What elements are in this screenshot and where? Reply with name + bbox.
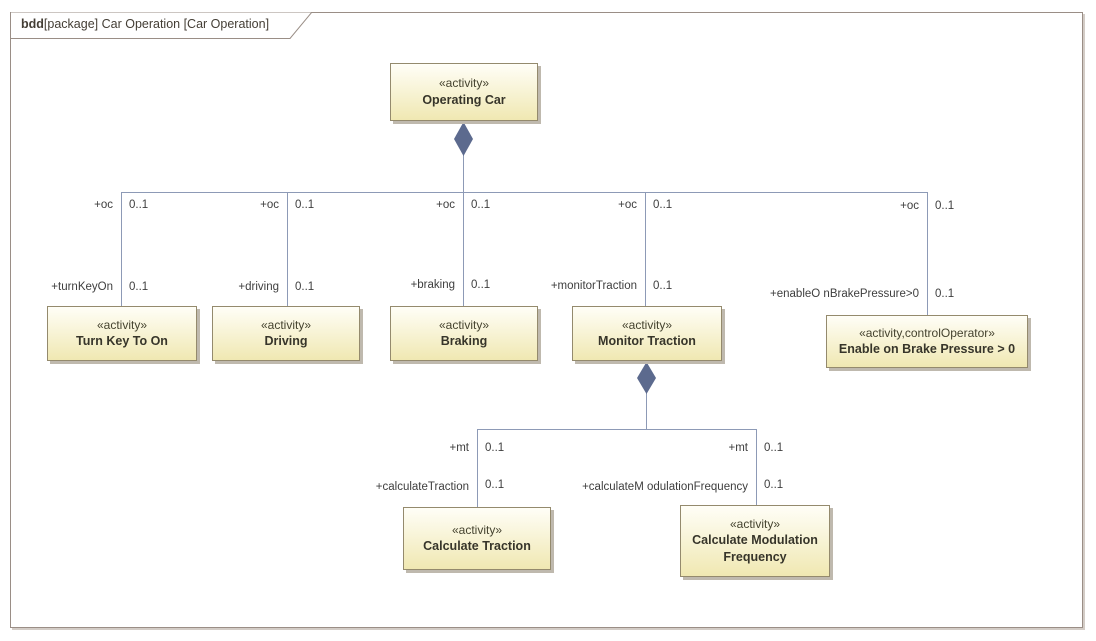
composition-branch-turn-key[interactable] [121, 192, 122, 306]
block-enable-on-brake-pressure[interactable]: «activity,controlOperator» Enable on Bra… [826, 315, 1028, 368]
multiplicity-label: 0..1 [935, 288, 955, 300]
multiplicity-label: 0..1 [653, 280, 673, 292]
block-name: Braking [440, 334, 488, 349]
stereotype-label: «activity» [260, 317, 312, 332]
block-name: Calculate Modulation Frequency [692, 533, 818, 565]
block-name: Operating Car [422, 92, 506, 107]
diagram-title-rest: [package] Car Operation [Car Operation] [43, 17, 270, 31]
role-label-mt: +mt [728, 442, 749, 454]
multiplicity-label: 0..1 [471, 279, 491, 291]
role-label-oc: +oc [436, 199, 455, 211]
block-calculate-modulation-frequency[interactable]: «activity» Calculate Modulation Frequenc… [680, 505, 830, 577]
stereotype-label: «activity» [451, 522, 503, 537]
role-label-braking: +braking [410, 279, 455, 291]
multiplicity-label: 0..1 [485, 479, 505, 491]
stereotype-label: «activity» [438, 76, 490, 91]
block-name: Monitor Traction [598, 334, 696, 349]
role-label-oc: +oc [900, 200, 919, 212]
composition-branch-monitor-traction[interactable] [645, 192, 646, 306]
block-driving[interactable]: «activity» Driving [212, 306, 360, 361]
stereotype-label: «activity» [438, 317, 490, 332]
multiplicity-label: 0..1 [764, 442, 784, 454]
block-name: Turn Key To On [76, 334, 168, 349]
block-calculate-traction[interactable]: «activity» Calculate Traction [403, 507, 551, 570]
composition-stem-operating-car[interactable] [463, 121, 464, 192]
multiplicity-label: 0..1 [471, 199, 491, 211]
stereotype-label: «activity» [621, 317, 673, 332]
role-label-enable: +enableO nBrakePressure>0 [770, 288, 919, 300]
multiplicity-label: 0..1 [129, 199, 149, 211]
composition-branch-calculate-modulation[interactable] [756, 429, 757, 505]
multiplicity-label: 0..1 [485, 442, 505, 454]
multiplicity-label: 0..1 [764, 479, 784, 491]
block-name: Enable on Brake Pressure > 0 [838, 342, 1016, 357]
role-label-oc: +oc [618, 199, 637, 211]
stereotype-label: «activity» [96, 317, 148, 332]
role-label-driving: +driving [238, 281, 279, 293]
stereotype-label: «activity,controlOperator» [859, 325, 995, 340]
composition-branch-calculate-traction[interactable] [477, 429, 478, 507]
composition-stem-monitor-traction[interactable] [646, 361, 647, 429]
role-label-calculate-traction: +calculateTraction [375, 481, 469, 493]
block-turn-key-to-on[interactable]: «activity» Turn Key To On [47, 306, 197, 361]
composition-branch-driving[interactable] [287, 192, 288, 306]
block-name: Driving [264, 334, 308, 349]
multiplicity-label: 0..1 [129, 281, 149, 293]
composition-diamond-monitor-traction [637, 362, 656, 394]
composition-bus-monitor-traction[interactable] [477, 429, 757, 430]
composition-branch-braking[interactable] [463, 192, 464, 306]
block-monitor-traction[interactable]: «activity» Monitor Traction [572, 306, 722, 361]
role-label-oc: +oc [94, 199, 113, 211]
multiplicity-label: 0..1 [295, 281, 315, 293]
stereotype-label: «activity» [729, 517, 781, 532]
block-name: Calculate Traction [423, 539, 531, 554]
diagram-title: bdd[package] Car Operation [Car Operatio… [21, 17, 269, 31]
block-braking[interactable]: «activity» Braking [390, 306, 538, 361]
role-label-oc: +oc [260, 199, 279, 211]
composition-bus-operating-car[interactable] [121, 192, 928, 193]
multiplicity-label: 0..1 [653, 199, 673, 211]
diagram-type-keyword: bdd [21, 17, 44, 31]
diagram-title-tab [10, 12, 313, 39]
role-label-calculate-modulation: +calculateM odulationFrequency [582, 481, 748, 493]
composition-branch-enable[interactable] [927, 192, 928, 315]
composition-diamond-operating-car [454, 122, 473, 156]
role-label-turn-key: +turnKeyOn [51, 281, 113, 293]
role-label-monitor-traction: +monitorTraction [550, 280, 637, 292]
multiplicity-label: 0..1 [935, 200, 955, 212]
multiplicity-label: 0..1 [295, 199, 315, 211]
role-label-mt: +mt [449, 442, 470, 454]
block-operating-car[interactable]: «activity» Operating Car [390, 63, 538, 121]
